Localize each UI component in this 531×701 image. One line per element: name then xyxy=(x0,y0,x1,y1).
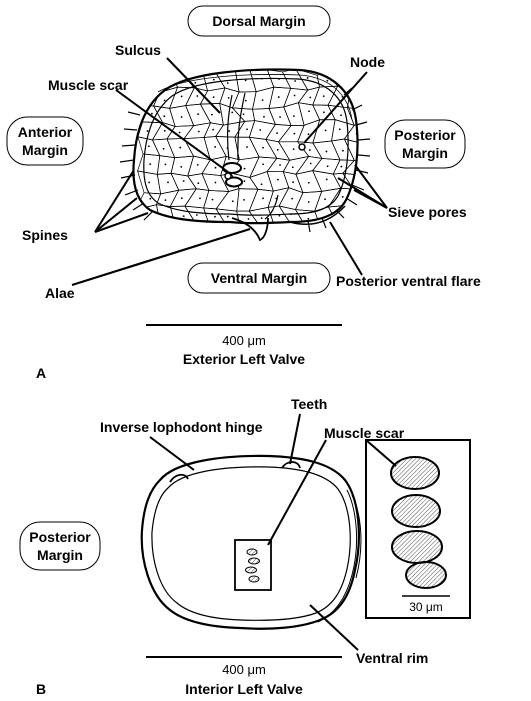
posterior-margin-box-a: Posterior Margin xyxy=(385,120,465,168)
posterior-margin-label-a-2: Margin xyxy=(402,145,448,161)
posterior-margin-box-b: Posterior Margin xyxy=(20,522,100,570)
teeth-label: Teeth xyxy=(291,396,327,412)
caption-b: Interior Left Valve xyxy=(185,681,303,697)
panel-letter-a: A xyxy=(36,365,46,381)
node-marker xyxy=(299,144,305,150)
ventral-margin-label: Ventral Margin xyxy=(211,270,307,286)
anterior-margin-label-2: Margin xyxy=(22,142,68,158)
sieve-pores-label: Sieve pores xyxy=(388,204,467,220)
anterior-margin-label-1: Anterior xyxy=(18,124,73,140)
scale-label-b: 400 μm xyxy=(222,662,266,677)
panel-b: Posterior Margin xyxy=(20,396,470,697)
caption-a: Exterior Left Valve xyxy=(183,351,305,367)
panel-letter-b: B xyxy=(36,681,46,697)
sulcus-label: Sulcus xyxy=(115,42,161,58)
posterior-ventral-flare-label: Posterior ventral flare xyxy=(336,273,481,289)
inset-scale-label: 30 μm xyxy=(409,600,443,614)
ventral-rim-label: Ventral rim xyxy=(356,650,428,666)
interior-valve-drawing xyxy=(142,456,361,629)
scale-label-a: 400 μm xyxy=(222,333,266,348)
dorsal-margin-box: Dorsal Margin xyxy=(188,6,330,36)
muscle-scar-label-b: Muscle scar xyxy=(324,425,405,441)
exterior-valve-drawing xyxy=(120,69,372,240)
node-label: Node xyxy=(350,54,385,70)
spines-label: Spines xyxy=(22,227,68,243)
inverse-lophodont-hinge-label: Inverse lophodont hinge xyxy=(100,419,263,435)
muscle-scar-b xyxy=(246,549,260,582)
anterior-margin-box: Anterior Margin xyxy=(7,117,83,165)
ventral-margin-box: Ventral Margin xyxy=(188,263,330,293)
alae-label: Alae xyxy=(45,285,75,301)
panel-a: Dorsal Margin Ventral Margin Anterior Ma… xyxy=(7,6,481,381)
posterior-margin-label-b-2: Margin xyxy=(37,547,83,563)
muscle-scar-inset: 30 μm xyxy=(366,440,470,618)
posterior-margin-label-a-1: Posterior xyxy=(394,127,456,143)
posterior-margin-label-b-1: Posterior xyxy=(29,529,91,545)
muscle-scar-label-a: Muscle scar xyxy=(48,77,129,93)
dorsal-margin-label: Dorsal Margin xyxy=(212,13,305,29)
reticulation-pattern xyxy=(135,69,372,228)
muscle-scar-box xyxy=(235,540,271,590)
